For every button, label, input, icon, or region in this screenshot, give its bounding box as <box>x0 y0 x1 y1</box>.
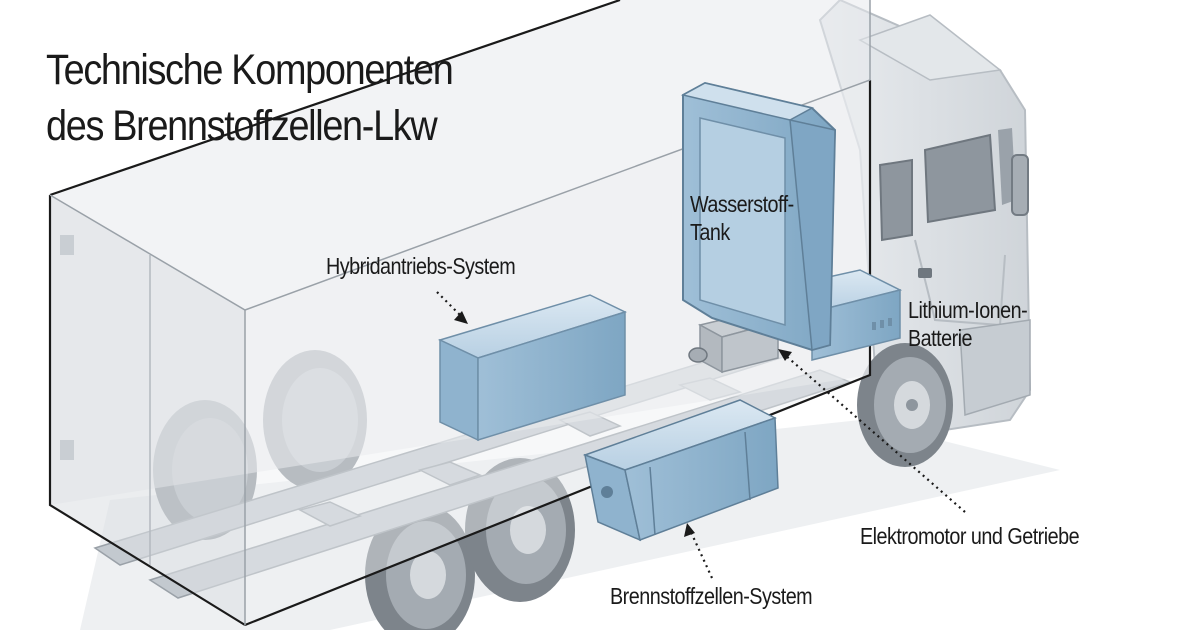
label-lithium-battery: Lithium-Ionen- Batterie <box>908 296 1027 352</box>
label-hydrogen-tank-line-2: Tank <box>690 218 794 246</box>
label-hydrogen-tank-line-1: Wasserstoff- <box>690 190 794 218</box>
title-line-1: Technische Komponenten <box>46 42 452 98</box>
front-wheel <box>857 343 953 467</box>
label-hybrid-drive: Hybridantriebs-System <box>326 252 515 280</box>
label-fuel-cell-system: Brennstoffzellen-System <box>610 582 812 610</box>
label-hydrogen-tank: Wasserstoff- Tank <box>690 190 794 246</box>
label-lithium-battery-line-2: Batterie <box>908 324 1027 352</box>
label-electric-motor: Elektromotor und Getriebe <box>860 522 1079 550</box>
title-line-2: des Brennstoffzellen-Lkw <box>46 98 452 154</box>
diagram-title: Technische Komponenten des Brennstoffzel… <box>46 42 452 154</box>
label-lithium-battery-line-1: Lithium-Ionen- <box>908 296 1027 324</box>
